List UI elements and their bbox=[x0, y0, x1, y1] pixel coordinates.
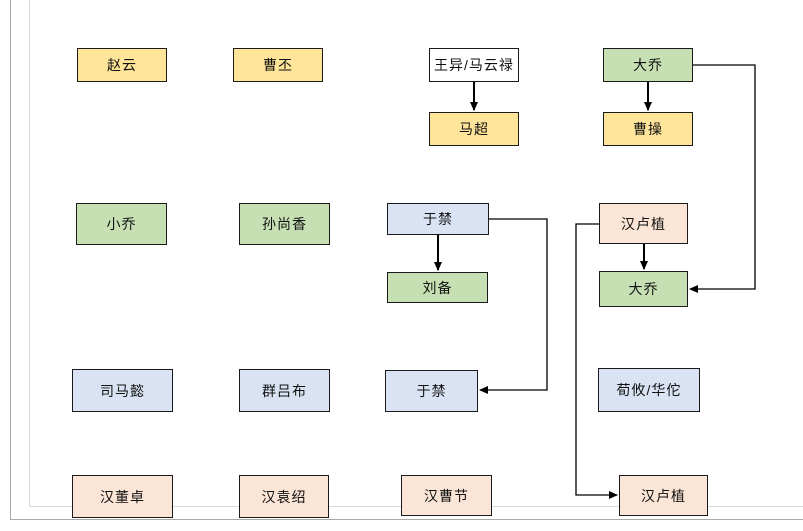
page-left-border bbox=[29, 0, 30, 506]
node-daqiao1[interactable]: 大乔 bbox=[603, 48, 693, 82]
node-handongzhuo[interactable]: 汉董卓 bbox=[72, 475, 173, 518]
node-sunshangxiang[interactable]: 孙尚香 bbox=[239, 203, 330, 245]
node-yujin2[interactable]: 于禁 bbox=[385, 370, 478, 412]
connector-hanluzhi1-to-hanluzhi2[interactable] bbox=[575, 223, 618, 499]
node-caocao[interactable]: 曹操 bbox=[603, 112, 693, 146]
node-simayi[interactable]: 司马懿 bbox=[72, 369, 173, 412]
node-qunlvbu[interactable]: 群吕布 bbox=[239, 369, 330, 412]
node-yujin1[interactable]: 于禁 bbox=[387, 203, 489, 235]
node-zhaoyun[interactable]: 赵云 bbox=[77, 48, 167, 82]
node-hanluzhi2[interactable]: 汉卢植 bbox=[619, 475, 708, 516]
node-wangyi[interactable]: 王异/马云禄 bbox=[429, 48, 519, 82]
node-xunyou[interactable]: 荀攸/华佗 bbox=[598, 368, 700, 412]
node-caopi[interactable]: 曹丕 bbox=[233, 48, 323, 82]
connector-yujin1-to-yujin2[interactable] bbox=[479, 218, 548, 394]
node-liubei[interactable]: 刘备 bbox=[387, 272, 488, 303]
canvas-bottom-edge bbox=[10, 519, 803, 520]
node-daqiao2[interactable]: 大乔 bbox=[599, 271, 688, 307]
node-hancaojie[interactable]: 汉曹节 bbox=[401, 475, 492, 516]
node-hanyuanshao[interactable]: 汉袁绍 bbox=[239, 475, 329, 518]
node-machao[interactable]: 马超 bbox=[429, 112, 519, 146]
node-hanluzhi1[interactable]: 汉卢植 bbox=[599, 203, 688, 244]
connector-daqiao1-to-daqiao2[interactable] bbox=[689, 64, 756, 293]
node-xiaoqiao[interactable]: 小乔 bbox=[76, 203, 167, 245]
canvas-left-edge bbox=[10, 0, 11, 519]
